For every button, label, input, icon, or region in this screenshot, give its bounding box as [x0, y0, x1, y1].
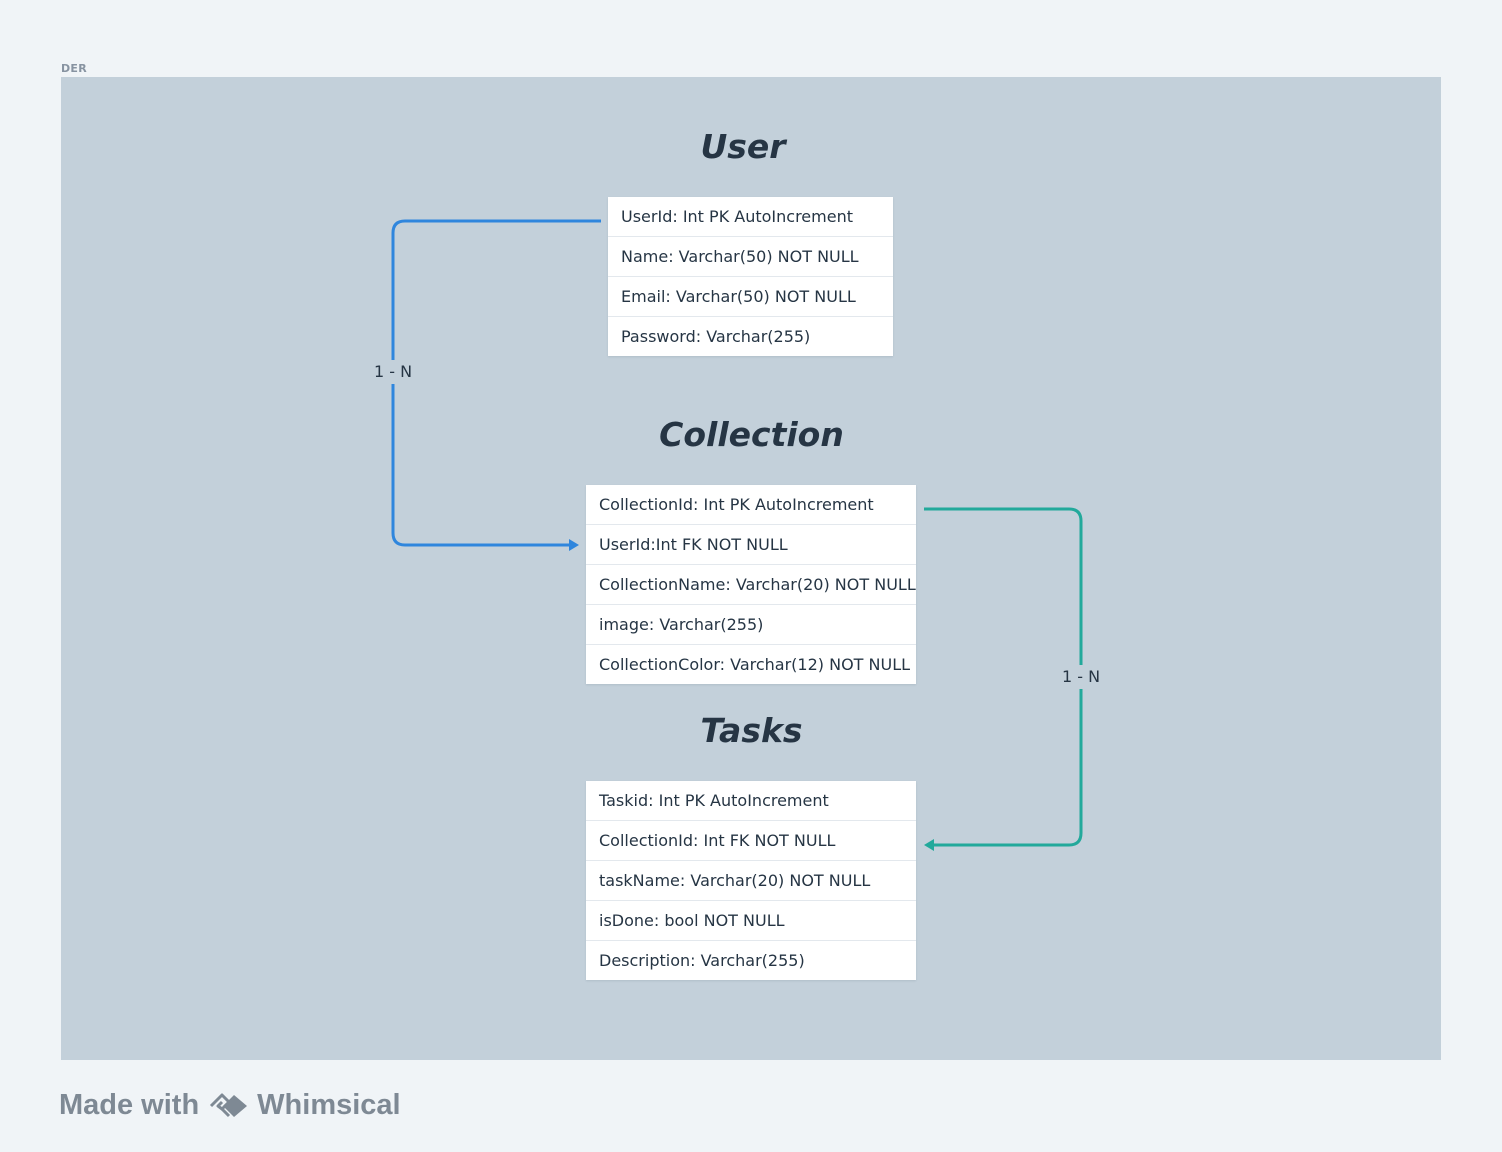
entity-table-tasks[interactable]: Taskid: Int PK AutoIncrement CollectionI…: [586, 781, 916, 980]
table-row[interactable]: Email: Varchar(50) NOT NULL: [608, 277, 893, 317]
table-row[interactable]: CollectionId: Int FK NOT NULL: [586, 821, 916, 861]
table-row[interactable]: Password: Varchar(255): [621, 327, 811, 346]
frame-label: DER: [61, 62, 88, 75]
entity-title-user: User: [700, 127, 786, 166]
table-row[interactable]: isDone: bool NOT NULL: [586, 901, 916, 941]
made-with-label: Made with: [59, 1089, 200, 1121]
table-row[interactable]: CollectionId: Int PK AutoIncrement: [586, 485, 916, 525]
relation-label-collection-tasks: 1 - N: [1046, 665, 1116, 689]
table-row[interactable]: image: Varchar(255): [586, 605, 916, 645]
made-with-whimsical-badge[interactable]: Made with Whimsical: [59, 1089, 401, 1122]
entity-table-collection[interactable]: CollectionId: Int PK AutoIncrement UserI…: [586, 485, 916, 684]
table-row[interactable]: UserId: Int PK AutoIncrement: [608, 197, 893, 237]
entity-table-user[interactable]: UserId: Int PK AutoIncrement Name: Varch…: [608, 197, 893, 356]
table-row[interactable]: Taskid: Int PK AutoIncrement: [586, 781, 916, 821]
collection-tasks-arrowhead: [924, 839, 934, 851]
entity-title-collection: Collection: [659, 415, 844, 454]
entity-title-tasks: Tasks: [700, 711, 803, 750]
whimsical-logo-icon: [209, 1091, 249, 1121]
table-row[interactable]: CollectionColor: Varchar(12) NOT NULL: [599, 655, 911, 674]
table-row[interactable]: Description: Varchar(255): [599, 951, 805, 970]
table-row[interactable]: taskName: Varchar(20) NOT NULL: [586, 861, 916, 901]
table-row[interactable]: CollectionName: Varchar(20) NOT NULL: [586, 565, 916, 605]
user-collection-arrowhead: [569, 539, 579, 551]
table-row[interactable]: UserId:Int FK NOT NULL: [586, 525, 916, 565]
relation-label-user-collection: 1 - N: [358, 360, 428, 384]
table-row[interactable]: Name: Varchar(50) NOT NULL: [608, 237, 893, 277]
whimsical-brand-label: Whimsical: [257, 1089, 401, 1121]
